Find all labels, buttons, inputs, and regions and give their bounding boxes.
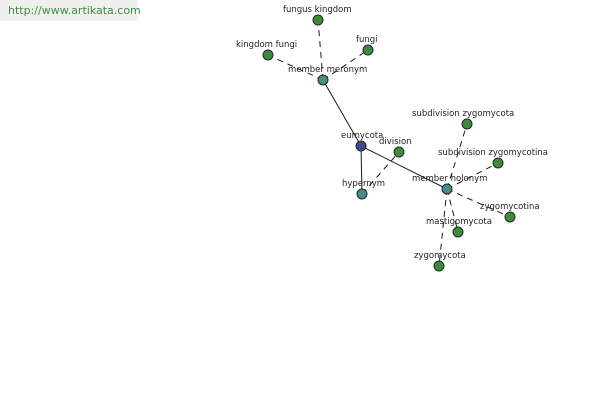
node-marker-division[interactable] (393, 146, 405, 158)
node-division[interactable]: division (379, 137, 412, 158)
edge-member-holonym-to-subdivision-zygomycotina (446, 162, 499, 190)
edge-eumycota-to-member-meronym (322, 79, 362, 147)
node-label-hypernym[interactable]: hypernym (342, 179, 385, 189)
node-label-member-meronym[interactable]: member meronym (288, 65, 367, 75)
node-label-mastigomycota[interactable]: mastigomycota (426, 217, 492, 227)
node-member-holonym[interactable]: member holonym (412, 174, 487, 195)
node-label-eumycota[interactable]: eumycota (341, 131, 383, 141)
node-marker-subdivision-zygomycotina[interactable] (492, 157, 504, 169)
node-marker-kingdom-fungi[interactable] (262, 49, 274, 61)
edge-member-holonym-to-zygomycota (438, 188, 448, 267)
node-subdivision-zygomycota[interactable]: subdivision zygomycota (412, 109, 514, 130)
node-zygomycota[interactable]: zygomycota (414, 251, 466, 272)
node-member-meronym[interactable]: member meronym (288, 65, 367, 86)
node-label-member-holonym[interactable]: member holonym (412, 174, 487, 184)
node-marker-member-meronym[interactable] (317, 74, 329, 86)
node-marker-fungi[interactable] (362, 44, 374, 56)
node-marker-member-holonym[interactable] (441, 183, 453, 195)
node-marker-subdivision-zygomycota[interactable] (461, 118, 473, 130)
node-marker-mastigomycota[interactable] (452, 226, 464, 238)
edge-eumycota-to-hypernym (360, 145, 363, 195)
edge-hypernym-to-division (361, 151, 400, 195)
node-kingdom-fungi[interactable]: kingdom fungi (236, 40, 297, 61)
node-zygomycotina[interactable]: zygomycotina (480, 202, 540, 223)
node-label-kingdom-fungi[interactable]: kingdom fungi (236, 40, 297, 50)
node-hypernym[interactable]: hypernym (342, 179, 385, 200)
node-subdivision-zygomycotina[interactable]: subdivision zygomycotina (438, 148, 548, 169)
node-marker-zygomycotina[interactable] (504, 211, 516, 223)
node-fungus-kingdom[interactable]: fungus kingdom (283, 5, 352, 26)
node-label-division[interactable]: division (379, 137, 412, 147)
node-fungi[interactable]: fungi (356, 35, 378, 56)
node-mastigomycota[interactable]: mastigomycota (426, 217, 492, 238)
edge-eumycota-to-member-holonym (360, 145, 448, 190)
nodes-layer: eumycota member meronym hypernym member hol… (236, 5, 548, 272)
edge-member-meronym-to-fungi (322, 49, 369, 81)
node-label-subdivision-zygomycotina[interactable]: subdivision zygomycotina (438, 148, 548, 158)
node-label-fungus-kingdom[interactable]: fungus kingdom (283, 5, 352, 15)
node-label-zygomycota[interactable]: zygomycota (414, 251, 466, 261)
node-marker-fungus-kingdom[interactable] (312, 14, 324, 26)
node-label-fungi[interactable]: fungi (356, 35, 378, 45)
edge-member-holonym-to-mastigomycota (446, 188, 459, 233)
edges-layer (267, 19, 511, 267)
source-link[interactable]: http://www.artikata.com (0, 0, 141, 21)
node-eumycota[interactable]: eumycota (341, 131, 383, 152)
edge-member-holonym-to-zygomycotina (446, 188, 511, 218)
node-marker-hypernym[interactable] (356, 188, 368, 200)
node-label-zygomycotina[interactable]: zygomycotina (480, 202, 540, 212)
node-marker-zygomycota[interactable] (433, 260, 445, 272)
node-marker-eumycota[interactable] (355, 140, 367, 152)
edge-member-holonym-to-subdivision-zygomycota (446, 123, 468, 190)
node-label-subdivision-zygomycota[interactable]: subdivision zygomycota (412, 109, 514, 119)
